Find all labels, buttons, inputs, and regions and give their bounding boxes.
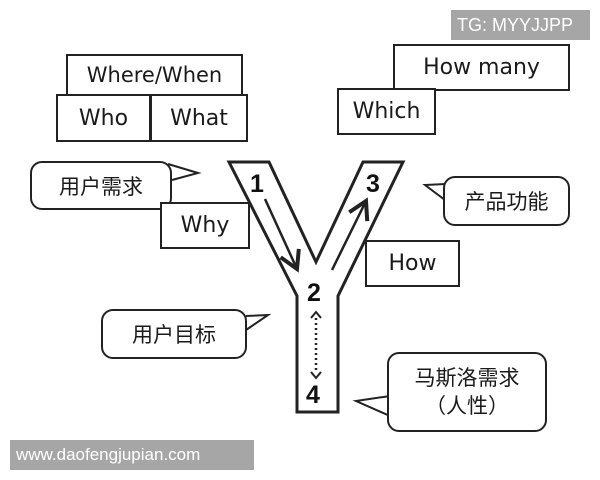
user-goals-label: 用户目标 <box>132 323 216 347</box>
maslow-needs-label: 马斯洛需求 <box>414 365 520 390</box>
product-features-bubble: 产品功能 <box>443 176 570 226</box>
who-box: Who <box>56 94 151 142</box>
why-box: Why <box>160 202 250 249</box>
where-when-box: Where/When <box>66 54 243 96</box>
arrow-1-to-2 <box>263 198 301 273</box>
arrow-2-to-3 <box>330 197 370 271</box>
how-box: How <box>365 240 460 287</box>
user-needs-bubble: 用户需求 <box>30 161 172 210</box>
user-needs-label: 用户需求 <box>59 174 143 199</box>
watermark-bottom-left: www.daofengjupian.com <box>10 440 254 470</box>
maslow-needs-bubble: 马斯洛需求 （人性） <box>387 352 547 432</box>
how-many-box: How many <box>393 44 570 91</box>
y-point-3: 3 <box>366 170 380 198</box>
human-nature-label: （人性） <box>425 394 509 418</box>
y-point-1: 1 <box>250 170 264 198</box>
product-features-label: 产品功能 <box>464 190 549 214</box>
watermark-top-right: TG: MYYJJPP <box>451 10 590 40</box>
which-box: Which <box>337 88 436 135</box>
what-box: What <box>150 94 248 142</box>
y-point-4: 4 <box>306 381 320 409</box>
y-point-2: 2 <box>307 279 321 307</box>
user-goals-bubble: 用户目标 <box>101 309 247 359</box>
